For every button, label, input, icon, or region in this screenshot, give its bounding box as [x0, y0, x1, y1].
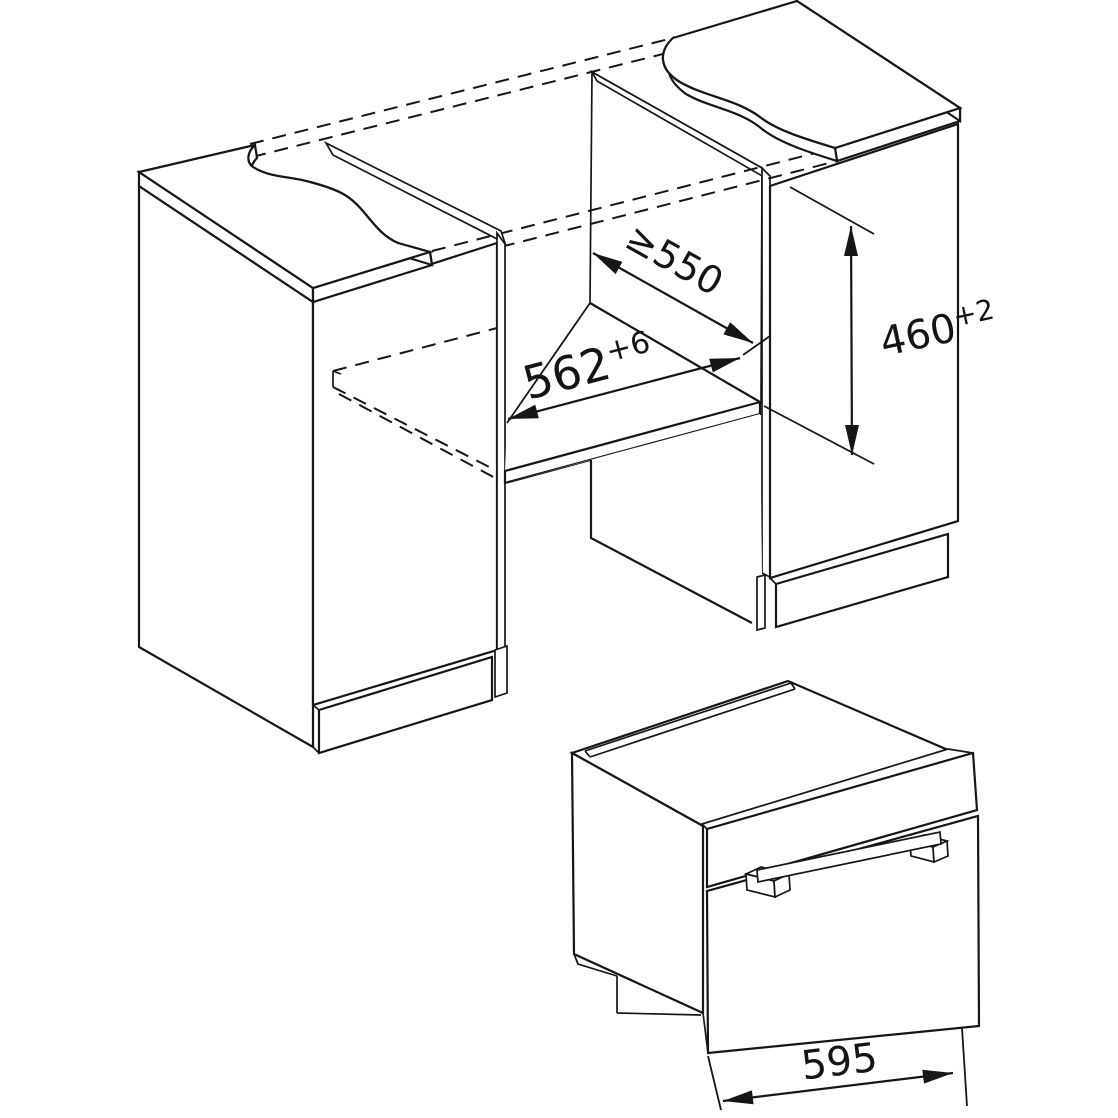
right-cabinet-foot	[756, 573, 766, 632]
worktop-back-bottom-dashed	[251, 50, 676, 158]
dim-595-extension-right	[961, 1027, 968, 1107]
dim-562-extension-right	[742, 335, 771, 356]
right-worktop-top	[661, 0, 963, 150]
dim-595-arrowhead-left	[723, 1090, 754, 1105]
dim-550-line	[592, 252, 754, 344]
left-cabinet-plinth	[317, 655, 494, 755]
right-cabinet-plinth	[774, 532, 950, 629]
dim-562-line	[507, 356, 741, 421]
oven-back-trim-outer	[584, 682, 792, 752]
handle-right-mount-side	[932, 839, 949, 864]
oven-back-trim-caps	[584, 682, 796, 758]
lower-cabinet-edges	[589, 460, 753, 624]
left-cabinet-plinth-step	[312, 704, 320, 754]
oven-handle	[743, 830, 950, 899]
niche-diagram: ≥550 562+6 460+2	[136, 0, 997, 755]
hidden-shelf-front-top	[332, 386, 496, 471]
dim-595-label: 595	[799, 1035, 880, 1090]
niche-left-wall-front-edge	[496, 230, 506, 653]
left-cabinet-front-face	[311, 241, 499, 707]
shelf-right-junction	[589, 302, 761, 403]
niche-left-wall-foot	[494, 644, 508, 699]
dimension-appliance-width: 595	[707, 1027, 968, 1111]
dim-460-tick-bottom	[763, 405, 875, 465]
oven	[569, 679, 981, 1055]
dim-595-arrowhead-right	[922, 1069, 953, 1084]
oven-back-trim	[584, 682, 796, 758]
dim-562-arrowhead-left	[508, 404, 539, 419]
dim-460-arrowhead-top	[844, 226, 858, 256]
lower-cabinet-face	[505, 414, 762, 623]
oven-control-panel	[705, 751, 979, 889]
worktop-back-edge-dashed	[249, 37, 674, 145]
hidden-shelf-back-edge	[332, 327, 498, 372]
left-cabinet	[136, 140, 508, 755]
oven-base-edges	[573, 953, 709, 1054]
dim-562-extension-left	[506, 302, 591, 424]
dim-460-arrowhead-bottom	[845, 425, 859, 455]
dim-460-line	[849, 225, 854, 456]
hidden-shelf-outline	[332, 327, 500, 481]
right-cabinet-plinth-step	[769, 577, 777, 585]
right-cabinet	[661, 0, 963, 632]
oven-back-trim-inner	[589, 688, 796, 758]
dim-460-tick-top	[789, 186, 875, 235]
left-worktop-top	[136, 143, 434, 290]
hidden-shelf-front-bottom	[338, 393, 500, 481]
right-cabinet-front-face	[768, 122, 960, 580]
dim-595-extension-left	[707, 1055, 722, 1111]
dim-562-arrowhead-right	[709, 358, 740, 373]
handle-bar	[756, 830, 942, 884]
dim-595-line	[722, 1071, 954, 1103]
dim-550-arrowhead-left	[593, 253, 623, 275]
niche-right-wall	[589, 69, 771, 579]
right-wall-front-edge	[761, 165, 771, 579]
appliance-diagram: 595	[569, 679, 981, 1111]
dim-550-arrowhead-right	[723, 322, 753, 343]
